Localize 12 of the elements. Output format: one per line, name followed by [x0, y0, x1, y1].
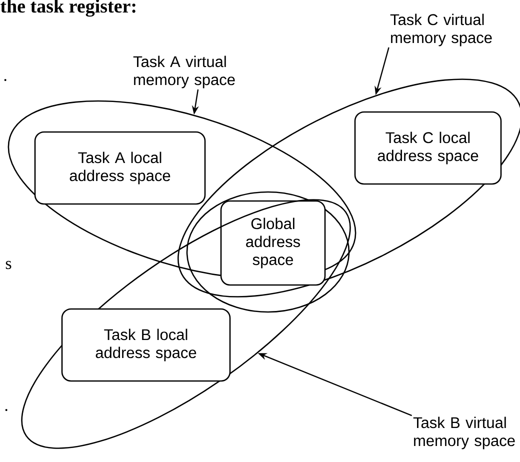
rounded-box: Global address space [220, 200, 326, 286]
callout-label: Task A virtual memory space [133, 56, 235, 88]
text-fragment: . [5, 409, 8, 411]
rounded-box: Task C local address space [354, 111, 502, 185]
ellipse-outline [186, 191, 350, 313]
rounded-box: Task B local address space [61, 308, 231, 382]
callout-label: Task C virtual memory space [390, 14, 492, 46]
rounded-box: Task A local address space [34, 131, 206, 205]
text-fragment: s [6, 260, 12, 270]
ellipse-outline [21, 199, 351, 449]
callout-label: Task B virtual memory space [413, 416, 515, 450]
text-fragment: . [4, 79, 6, 81]
